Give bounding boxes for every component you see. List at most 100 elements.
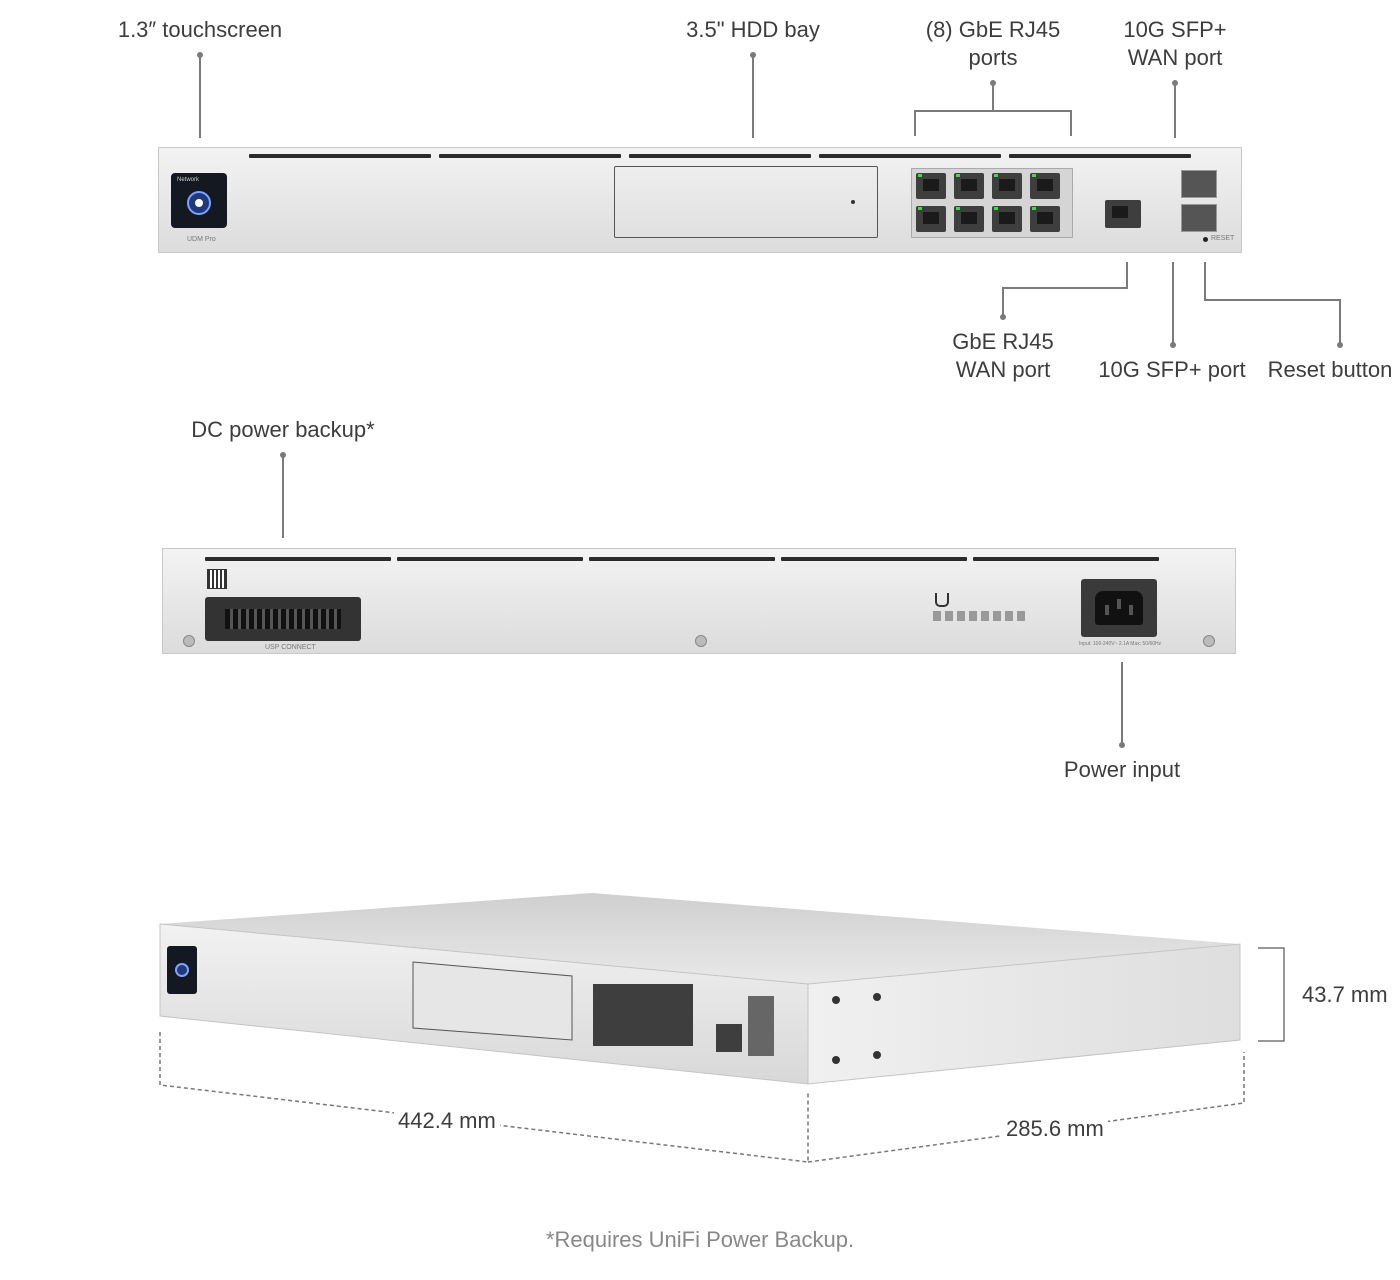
- height-dimension-line: [1258, 947, 1285, 1042]
- vent-slot: [205, 557, 391, 561]
- socket-pin: [1105, 605, 1109, 615]
- screw-icon: [1203, 635, 1215, 647]
- reset-leader-h: [1204, 299, 1340, 301]
- gbe-wan-port[interactable]: [1105, 200, 1141, 228]
- screen-title: Network: [177, 177, 200, 183]
- vent-slot: [249, 154, 431, 158]
- rear-chassis: USP CONNECT Input: 100-240V~ 2.1A Max; 5…: [162, 548, 1236, 654]
- gbe-ports-bracket-left: [914, 110, 916, 136]
- power-input-leader-dot: [1119, 742, 1125, 748]
- sfp-port[interactable]: [1181, 204, 1217, 232]
- reset-text: RESET: [1211, 235, 1235, 242]
- hdd-bay-leader: [752, 55, 754, 138]
- gbe-port[interactable]: [954, 173, 984, 199]
- gbe-ports-3d: [593, 984, 693, 1046]
- port-led: [1032, 207, 1036, 210]
- port-led: [956, 174, 960, 177]
- sfp-wan-label-line2: WAN port: [1127, 45, 1223, 70]
- reset-leader-dot: [1337, 342, 1343, 348]
- sfp-port-leader-dot: [1170, 342, 1176, 348]
- gbe-ports-bracket-top: [914, 110, 1072, 112]
- height-dimension-label: 43.7 mm: [1298, 982, 1392, 1008]
- vent-slot: [629, 154, 811, 158]
- port-led: [1032, 174, 1036, 177]
- sfp-wan-leader: [1174, 82, 1176, 138]
- gbe-wan-label-line1: GbE RJ45: [952, 329, 1054, 354]
- vent-slot: [819, 154, 1001, 158]
- ac-power-inlet[interactable]: [1081, 579, 1157, 637]
- gbe-wan-leader-dot: [1000, 314, 1006, 320]
- sfp-port-label: 10G SFP+ port: [1098, 357, 1246, 382]
- iec-socket: [1095, 591, 1143, 625]
- reset-button[interactable]: [1203, 237, 1208, 242]
- gbe-port[interactable]: [992, 173, 1022, 199]
- port-led: [918, 174, 922, 177]
- gbe-port[interactable]: [916, 206, 946, 232]
- dc-power-label: DC power backup*: [191, 417, 375, 442]
- gbe-port[interactable]: [1030, 206, 1060, 232]
- connector-pins: [225, 609, 341, 629]
- gbe-wan-leader-h: [1002, 287, 1128, 289]
- dc-power-connector[interactable]: [205, 597, 361, 641]
- sfp-ports-3d: [748, 996, 774, 1056]
- gbe-port[interactable]: [954, 206, 984, 232]
- touchscreen[interactable]: Network: [171, 173, 227, 228]
- gbe-ports-leader: [992, 82, 994, 110]
- footnote: *Requires UniFi Power Backup.: [545, 1227, 855, 1252]
- gbe-wan-label-line2: WAN port: [955, 357, 1051, 382]
- port-led: [956, 207, 960, 210]
- screw-icon: [873, 1051, 881, 1059]
- screw-icon: [832, 996, 840, 1004]
- touchscreen-label: 1.3″ touchscreen: [117, 17, 283, 42]
- wan-port-3d: [716, 1024, 742, 1052]
- vent-slot: [1009, 154, 1191, 158]
- gbe-port[interactable]: [1030, 173, 1060, 199]
- gbe-ports-bracket-right: [1070, 110, 1072, 136]
- screw-icon: [183, 635, 195, 647]
- reset-leader-v2: [1339, 299, 1341, 343]
- hdd-bay-label: 3.5" HDD bay: [686, 17, 820, 42]
- vent-slot: [439, 154, 621, 158]
- screw-icon: [873, 993, 881, 1001]
- depth-dimension-label: 285.6 mm: [1002, 1116, 1108, 1142]
- gbe-port-block: [911, 168, 1073, 238]
- port-led: [994, 174, 998, 177]
- screen-center-dot: [195, 199, 203, 207]
- socket-pin: [1129, 605, 1133, 615]
- vent-slot: [973, 557, 1159, 561]
- power-input-leader: [1121, 662, 1123, 744]
- device-top-face: [160, 893, 1240, 984]
- reset-label: Reset button: [1267, 357, 1393, 382]
- power-rating-text: Input: 100-240V~ 2.1A Max; 50/60Hz: [1079, 641, 1162, 647]
- ubiquiti-logo-icon: [935, 593, 949, 607]
- front-chassis: Network UDM Pro RESET: [158, 147, 1242, 253]
- qr-code-icon: [207, 569, 227, 589]
- gbe-port[interactable]: [916, 173, 946, 199]
- gbe-port[interactable]: [992, 206, 1022, 232]
- screen-ring-3d: [175, 963, 189, 977]
- touchscreen-leader: [199, 55, 201, 138]
- sfp-wan-label-line1: 10G SFP+: [1123, 17, 1227, 42]
- screw-icon: [695, 635, 707, 647]
- socket-pin: [1117, 599, 1121, 609]
- power-input-label: Power input: [1063, 757, 1181, 782]
- certification-marks-icon: [933, 611, 1025, 621]
- hdd-bay-latch: [851, 200, 855, 204]
- sfp-port-leader: [1172, 262, 1174, 344]
- gbe-wan-leader-v: [1126, 262, 1128, 288]
- model-label: UDM Pro: [187, 236, 216, 243]
- usp-connect-text: USP CONNECT: [265, 644, 316, 651]
- sfp-wan-port[interactable]: [1181, 170, 1217, 198]
- gbe-ports-label-line1: (8) GbE RJ45: [925, 17, 1061, 42]
- vent-slot: [589, 557, 775, 561]
- touchscreen-leader-dot: [197, 52, 203, 58]
- hdd-bay-3d: [412, 961, 573, 1041]
- width-dimension-label: 442.4 mm: [394, 1108, 500, 1134]
- port-led: [918, 207, 922, 210]
- port-led: [994, 207, 998, 210]
- vent-slot: [397, 557, 583, 561]
- gbe-ports-label-line2: ports: [968, 45, 1018, 70]
- gbe-wan-leader-v2: [1002, 287, 1004, 317]
- hdd-bay[interactable]: [614, 166, 878, 238]
